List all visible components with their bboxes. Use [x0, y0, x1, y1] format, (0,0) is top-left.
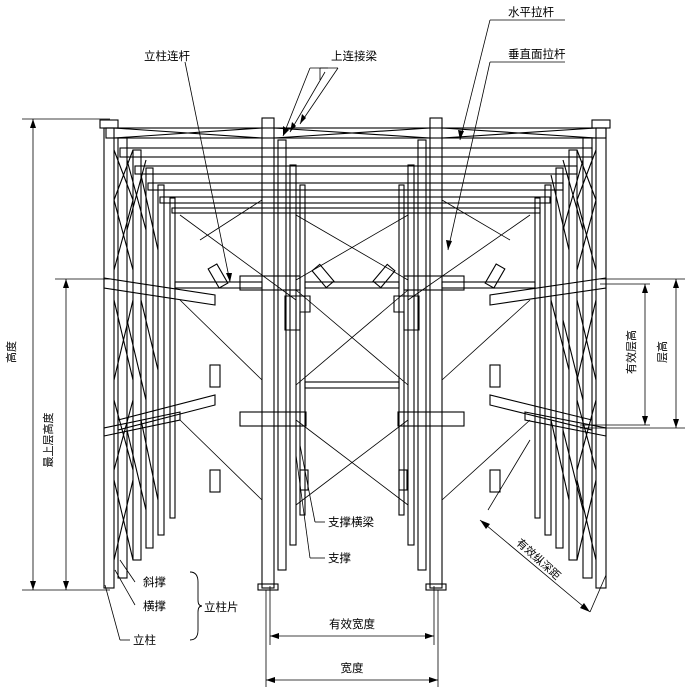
label-horizontal-tie: 水平拉杆 [508, 5, 554, 19]
lower-support-rails [103, 394, 607, 437]
label-vertical-plane-tie: 垂直面拉杆 [508, 47, 566, 61]
label-width: 宽度 [341, 661, 364, 675]
upper-support-rails [103, 275, 607, 331]
label-level-height: 层高 [655, 341, 669, 363]
label-support-beam: 支撑横梁 [328, 515, 374, 529]
label-effective-level-height: 有效层高 [624, 330, 638, 374]
center-right-upright [398, 117, 447, 591]
right-upright-frame [534, 119, 611, 589]
label-diagonal-brace: 斜撑 [143, 575, 166, 589]
upright-frame-bracket [189, 571, 203, 641]
label-upright: 立柱 [133, 633, 156, 647]
dimension-lines [22, 19, 685, 687]
rail-clips [207, 263, 506, 493]
top-connecting-beams [105, 127, 607, 214]
center-cross-bracing [179, 199, 531, 506]
label-support: 支撑 [328, 551, 351, 565]
label-cross-brace: 横撑 [143, 599, 166, 613]
label-top-level-height: 最上层高度 [41, 413, 55, 468]
label-upright-frame: 立柱片 [204, 600, 239, 614]
rack-structure [99, 117, 611, 591]
label-effective-width: 有效宽度 [329, 617, 375, 631]
label-height: 高度 [4, 341, 18, 363]
left-upright-frame [99, 119, 176, 589]
center-left-upright [257, 117, 306, 591]
label-column-link: 立柱连杆 [144, 49, 190, 63]
arrowheads [30, 114, 679, 683]
mid-level-beams [174, 281, 536, 389]
label-top-tie-beam: 上连接梁 [331, 49, 377, 63]
